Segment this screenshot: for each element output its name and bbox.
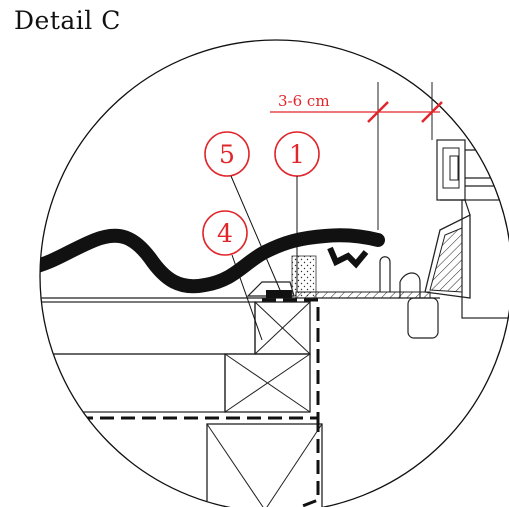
callout-4: 4 (202, 210, 263, 341)
roof-tile-nose (327, 246, 369, 269)
lower-post (206, 423, 323, 507)
sealing-strip (266, 290, 292, 298)
window-frame (399, 139, 509, 339)
roof-tile (40, 228, 385, 294)
detail-title: Detail C (14, 6, 121, 35)
dimension-label: 3-6 cm (278, 92, 330, 110)
trimmer-block (224, 353, 311, 413)
callout-5: 5 (204, 131, 284, 298)
detail-boundary-circle (39, 39, 509, 507)
callout-1: 1 (274, 131, 320, 292)
callout-4-label: 4 (217, 219, 233, 248)
section-drawing (40, 139, 509, 507)
membrane-dashed-line (80, 298, 320, 420)
dimension-3-6cm: 3-6 cm (270, 82, 443, 230)
flashing-plate (295, 291, 431, 299)
membrane-dashed-line-down (299, 418, 320, 507)
callout-5-label: 5 (219, 140, 235, 169)
batten-upper (40, 301, 256, 355)
callout-1-label: 1 (289, 140, 305, 169)
flashing-upstand (379, 256, 391, 292)
counter-batten-block (254, 301, 311, 355)
rafter (40, 353, 226, 413)
